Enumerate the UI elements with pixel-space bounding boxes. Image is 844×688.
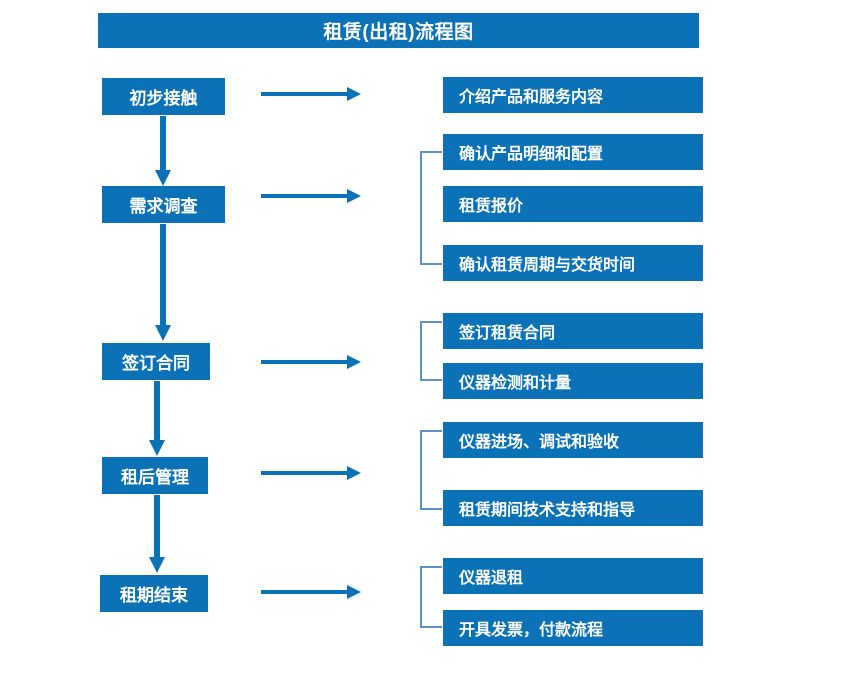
horizontal-arrow-1 — [261, 87, 361, 101]
bracket-sign-contract-group — [420, 321, 442, 381]
stage-box-lease-end[interactable]: 租期结束 — [100, 575, 208, 612]
bracket-post-lease-group — [420, 430, 442, 510]
bracket-requirement-survey-group — [420, 151, 442, 265]
detail-box-instrument-arrival-commissioning[interactable]: 仪器进场、调试和验收 — [443, 422, 703, 458]
horizontal-arrow-4 — [261, 466, 361, 480]
bracket-lease-end-group — [420, 566, 442, 628]
horizontal-arrow-3 — [261, 355, 361, 369]
horizontal-arrow-5 — [261, 585, 361, 599]
detail-box-lease-quotation[interactable]: 租赁报价 — [443, 186, 703, 222]
vertical-arrow-4 — [149, 495, 165, 573]
detail-box-invoice-payment[interactable]: 开具发票，付款流程 — [443, 610, 703, 646]
detail-box-sign-lease-contract[interactable]: 签订租赁合同 — [443, 313, 703, 349]
vertical-arrow-1 — [155, 116, 171, 186]
diagram-title: 租赁(出租)流程图 — [98, 13, 699, 48]
detail-box-instrument-return[interactable]: 仪器退租 — [443, 558, 703, 594]
horizontal-arrow-2 — [261, 189, 361, 203]
vertical-arrow-2 — [155, 224, 171, 341]
detail-box-confirm-lease-period[interactable]: 确认租赁周期与交货时间 — [443, 245, 703, 281]
stage-box-post-lease-management[interactable]: 租后管理 — [102, 457, 208, 494]
detail-box-confirm-product-spec[interactable]: 确认产品明细和配置 — [443, 134, 703, 170]
detail-box-instrument-inspection[interactable]: 仪器检测和计量 — [443, 363, 703, 399]
stage-box-requirement-survey[interactable]: 需求调查 — [102, 186, 225, 223]
stage-box-initial-contact[interactable]: 初步接触 — [102, 78, 225, 115]
detail-box-technical-support[interactable]: 租赁期间技术支持和指导 — [443, 490, 703, 526]
vertical-arrow-3 — [149, 381, 165, 456]
detail-box-introduce-products[interactable]: 介绍产品和服务内容 — [443, 77, 703, 113]
stage-box-sign-contract[interactable]: 签订合同 — [102, 343, 210, 380]
